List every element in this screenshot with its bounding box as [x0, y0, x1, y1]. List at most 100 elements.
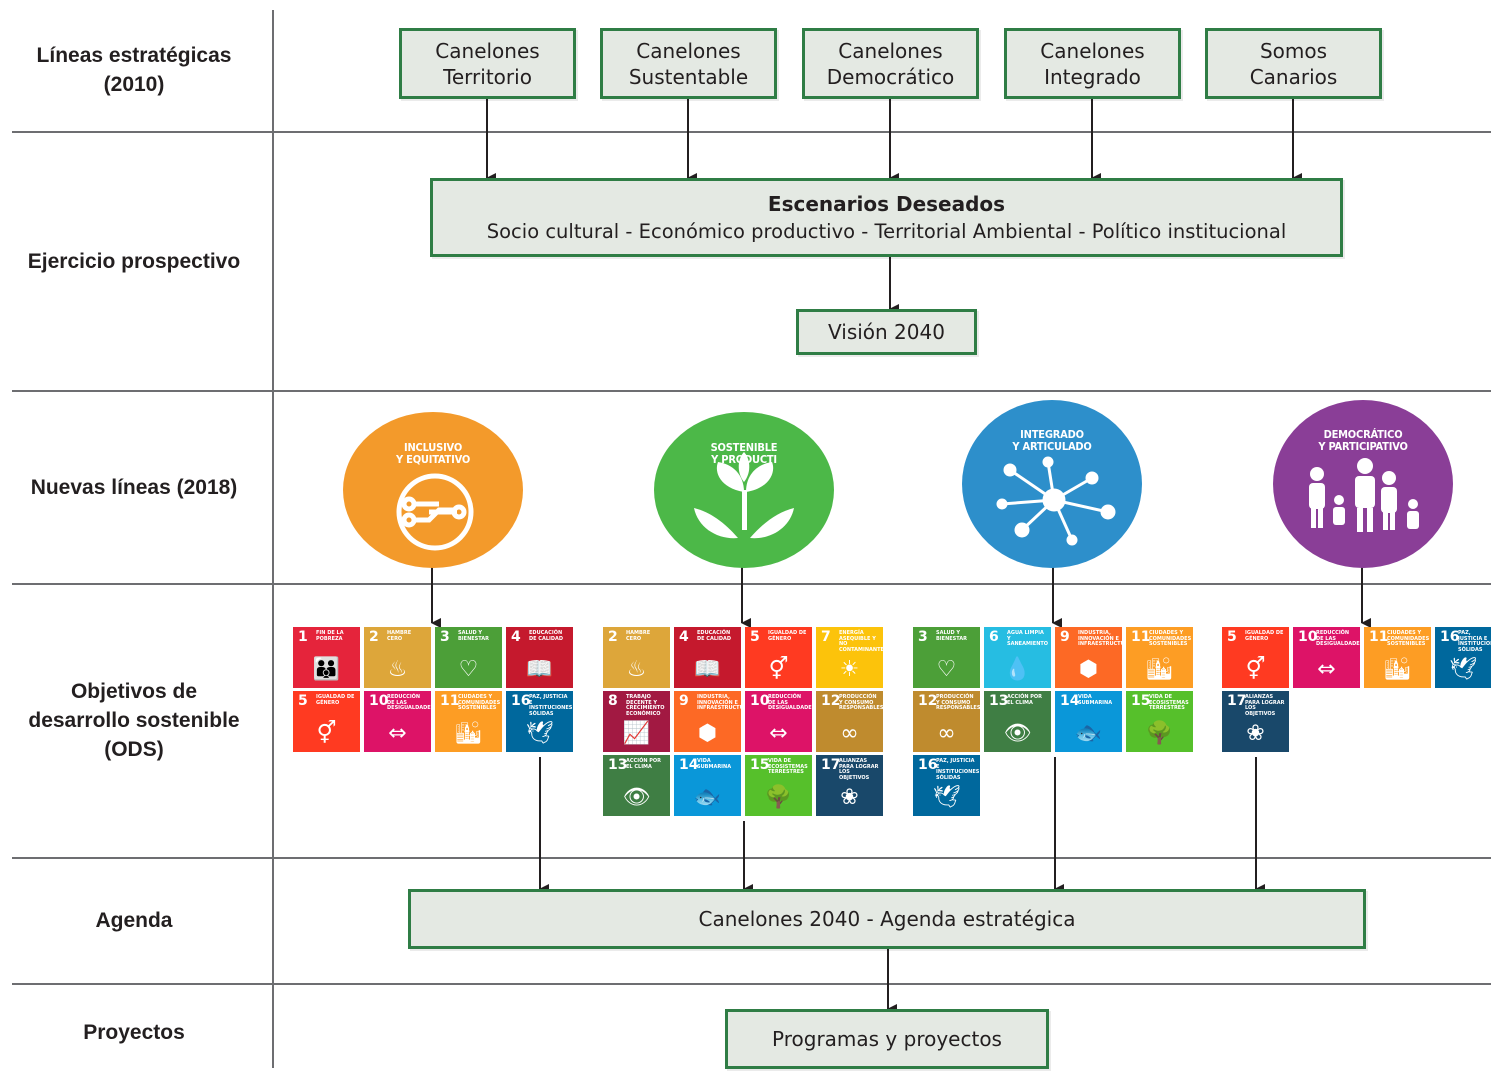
sdg-number: 12	[821, 693, 841, 709]
sdg-name: Fin de la pobreza	[316, 630, 344, 642]
sdg-name: Hambre cero	[387, 630, 412, 642]
sdg-number: 10	[369, 693, 389, 709]
sdg-number: 3	[440, 629, 450, 645]
sdg-tile-5: 5Igualdad de género⚥	[1222, 627, 1289, 688]
sdg-tile-14: 14Vida submarina🐟	[674, 755, 741, 816]
column-divider	[272, 10, 274, 1068]
sdg-number: 2	[608, 629, 618, 645]
sdg-tile-7: 7Energía asequible y no contaminante☀	[816, 627, 883, 688]
sdg-icon: ♡	[936, 657, 957, 682]
escenarios-subtitle: Socio cultural - Económico productivo - …	[486, 219, 1287, 243]
sdg-tile-10: 10Reducción de las desigualdades⇔	[1293, 627, 1360, 688]
plant-hands-icon	[694, 452, 794, 539]
sdg-name: Paz, justicia e instituciones sólidas	[529, 694, 573, 717]
sdg-icon: 📖	[693, 657, 722, 682]
sdg-number: 8	[608, 693, 618, 709]
sdg-name: Reducción de las desigualdades	[768, 694, 812, 711]
sdg-tile-11: 11Ciudades y comunidades sostenibles🏙	[435, 691, 502, 752]
sdg-tile-17: 17Alianzas para lograr los objetivos❀	[1222, 691, 1289, 752]
sdg-number: 16	[918, 757, 938, 773]
sdg-icon: 🕊	[525, 721, 554, 746]
sdg-icon: ⇔	[769, 721, 788, 746]
sdg-number: 10	[750, 693, 770, 709]
sdg-icon: 🌳	[1145, 721, 1174, 746]
sdg-icon: ⚥	[316, 721, 337, 746]
sdg-number: 16	[1440, 629, 1460, 645]
sdg-name: Salud y bienestar	[458, 630, 490, 642]
sdg-icon: ♡	[458, 657, 479, 682]
row-divider	[12, 390, 1491, 392]
row-divider	[12, 131, 1491, 133]
sdg-number: 3	[918, 629, 928, 645]
sdg-number: 4	[679, 629, 689, 645]
sdg-name: Acción por el clima	[1007, 694, 1043, 706]
sdg-name: Industria, innovación e infraestructura	[697, 694, 741, 711]
network-icon	[996, 456, 1116, 546]
sdg-number: 9	[679, 693, 689, 709]
sdg-number: 9	[1060, 629, 1070, 645]
sdg-name: Igualdad de género	[768, 630, 807, 642]
sdg-tile-13: 13Acción por el clima 👁	[603, 755, 670, 816]
linea-somos-canarios: Somos Canarios	[1205, 28, 1382, 99]
sdg-tile-2: 2Hambre cero♨	[603, 627, 670, 688]
sdg-icon: ☀	[839, 657, 860, 682]
sdg-name: Salud y bienestar	[936, 630, 968, 642]
sdg-icon: ⬢	[1078, 657, 1099, 682]
sdg-name: Producción y consumo responsables	[936, 694, 980, 711]
sdg-name: Reducción de las desigualdades	[1316, 630, 1360, 647]
row-divider	[12, 583, 1491, 585]
row-label-line: desarrollo sostenible	[28, 708, 240, 732]
sdg-number: 5	[750, 629, 760, 645]
sdg-icon: ∞	[840, 721, 859, 746]
sdg-tile-11: 11Ciudades y comunidades sostenibles🏙	[1364, 627, 1431, 688]
sdg-number: 17	[1227, 693, 1247, 709]
linea-canelones-democratico: Canelones Democrático	[802, 28, 979, 99]
sdg-name: Hambre cero	[626, 630, 651, 642]
sdg-icon: 💧	[1003, 657, 1032, 682]
sdg-icon: ❀	[840, 785, 859, 810]
agenda-estrategica-box: Canelones 2040 - Agenda estratégica	[408, 889, 1366, 949]
sdg-tile-12: 12Producción y consumo responsables∞	[913, 691, 980, 752]
sdg-number: 13	[608, 757, 628, 773]
linea-canelones-territorio: Canelones Territorio	[399, 28, 576, 99]
sdg-number: 7	[821, 629, 831, 645]
sdg-number: 17	[821, 757, 841, 773]
sdg-name: Ciudades y comunidades sostenibles	[458, 694, 501, 711]
sdg-tile-5: 5 Igualdad de género ⚥	[745, 627, 812, 688]
vision-2040-box: Visión 2040	[796, 309, 977, 355]
row-divider	[12, 857, 1491, 859]
sdg-tile-16: 16Paz, justicia e instituciones sólidas 🕊	[506, 691, 573, 752]
sdg-icon: 🌳	[764, 785, 793, 810]
sdg-name: Ciudades y comunidades sostenibles	[1149, 630, 1192, 647]
sdg-tile-15: 15Vida de ecosistemas terrestres🌳	[1126, 691, 1193, 752]
sdg-icon: 📖	[525, 657, 554, 682]
sdg-icon: 📈	[622, 721, 651, 746]
sdg-number: 16	[511, 693, 531, 709]
sdg-name: Vida submarina	[697, 758, 732, 770]
sdg-number: 5	[1227, 629, 1237, 645]
sdg-number: 6	[989, 629, 999, 645]
sdg-number: 11	[1369, 629, 1389, 645]
sdg-number: 4	[511, 629, 521, 645]
sdg-tile-9: 9 Industria, innovación e infraestructura…	[674, 691, 741, 752]
sdg-icon: 🕊	[1449, 657, 1477, 682]
row-label-line: Ejercicio prospectivo	[27, 249, 241, 273]
sdg-tile-10: 10Reducción de las desigualdades⇔	[364, 691, 431, 752]
sdg-icon: ⚥	[768, 657, 789, 682]
sdg-tile-16: 16Paz, justicia e instituciones sólidas🕊	[913, 755, 980, 816]
programas-proyectos-box: Programas y proyectos	[725, 1009, 1049, 1069]
sdg-icon: 👪	[312, 657, 341, 682]
sdg-name: Igualdad de género	[1245, 630, 1284, 642]
sdg-tile-17: 17Alianzas para lograr los objetivos❀	[816, 755, 883, 816]
linea-canelones-integrado: Canelones Integrado	[1004, 28, 1181, 99]
sdg-tile-13: 13Acción por el clima👁	[984, 691, 1051, 752]
sdg-name: Alianzas para lograr los objetivos	[1245, 694, 1285, 717]
sdg-tile-14: 14Vida submarina🐟	[1055, 691, 1122, 752]
sdg-name: Acción por el clima	[626, 758, 662, 770]
linea-canelones-sustentable: Canelones Sustentable	[600, 28, 777, 99]
row-label-line: (2010)	[103, 73, 165, 96]
sdg-icon: 👁	[622, 785, 651, 810]
sdg-name: Educación de calidad	[697, 630, 732, 642]
